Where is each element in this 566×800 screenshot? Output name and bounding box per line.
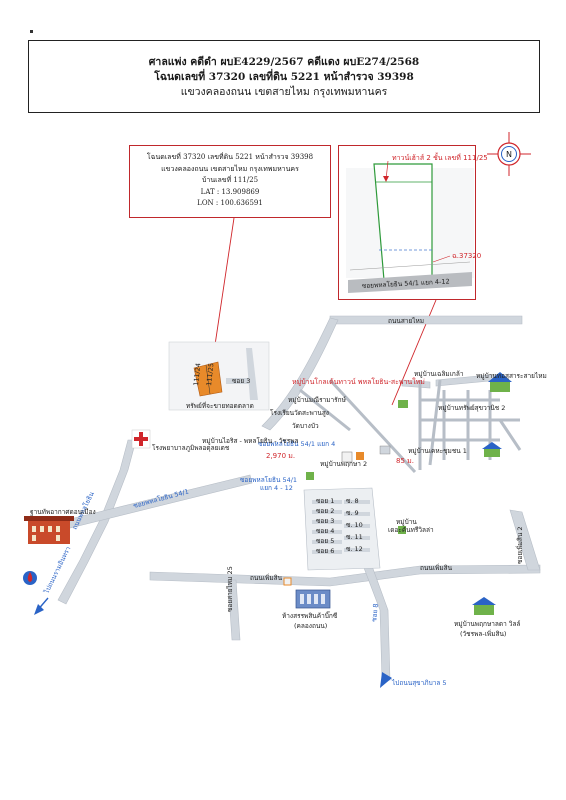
parcel-label: ฉ.37320 <box>452 252 481 260</box>
callout-line <box>211 217 235 366</box>
soi-54-1-c-label: ซอยพหลโยธิน 54/1 <box>240 476 297 484</box>
plot-diagram: ทาวน์เฮ้าส์ 2 ชั้น เลขที่ 111/25 ฉ.37320… <box>346 151 488 293</box>
info-lon: LON : 100.636591 <box>197 199 263 207</box>
compass-rose: N <box>487 132 531 176</box>
subject-small-label: ทรัพย์ที่จะขายทอดตลาด <box>186 401 254 410</box>
village-prukladda-sub-label: (วัชรพล-เพิ่มสิน) <box>460 629 506 638</box>
target-village-label: หมู่บ้านโกลเด้นทาวน์ พหลโยธิน-สะพานใหม่ <box>292 377 425 386</box>
fuel-station-icon <box>23 571 37 585</box>
info-deed: โฉนดเลขที่ 37320 เลขที่ดิน 5221 หน้าสำรว… <box>146 153 314 161</box>
deed-number: โฉนดเลขที่ 37320 เลขที่ดิน 5221 หน้าสำรว… <box>154 71 414 83</box>
hospital-label: โรงพยาบาลภูมิพลอดุลยเดช <box>152 444 230 452</box>
house-icon <box>472 597 496 615</box>
lot-label: ซ. 10 <box>346 521 363 529</box>
village-prukladda-label: หมู่บ้านพฤกษาลดา วิลล์ <box>454 620 520 628</box>
village-tawan-label: หมู่บ้าน <box>396 518 417 526</box>
lot-label: ซอย 3 <box>316 517 334 525</box>
market2-sub-label: (คลองถนน) <box>294 622 327 630</box>
village-chalerm-label: หมู่บ้านเฉลิมเกล้า <box>414 370 464 378</box>
to-sukhaphiban-label: ไปถนนสุขาภิบาล 5 <box>391 679 447 687</box>
dist-label: 2,970 ม. <box>266 452 295 460</box>
house-icon <box>488 372 512 392</box>
tile-label-1: 111/24 <box>192 363 202 387</box>
school-label: ฐานทัพอากาศดอนเมือง <box>30 508 96 516</box>
lot-label: ซอย 1 <box>316 497 334 505</box>
market2-label: ห้างสรรพสินค้าบิ๊กซี <box>282 611 338 620</box>
lot-label: ซ. 9 <box>346 509 359 517</box>
temple-label: วัดบางบัว <box>292 422 319 430</box>
parcel-outline <box>373 163 433 281</box>
hospital-icon <box>131 429 151 449</box>
store-icon <box>283 400 408 586</box>
plot-detail-box <box>338 145 476 300</box>
location-line: แขวงคลองถนน เขตสายไหม กรุงเทพมหานคร <box>180 86 388 98</box>
header-box: ศาลแพ่ง คดีดำ ผบE4229/2567 คดีแดง ผบE274… <box>28 40 540 113</box>
school2-label: โรงเรียนวัดสะพานสูง <box>270 409 329 417</box>
road-network <box>57 315 541 681</box>
soi-54-1-b-label: ซอยพหลโยธิน 54/1 แยก 4 <box>258 440 335 448</box>
soi-khong-label: ซอยสายไหม 25 <box>226 566 234 612</box>
street-grid <box>299 378 522 474</box>
village-phahon-label: หมู่บ้านไอริส - พหลโยธิน - วัชรพล <box>202 437 298 445</box>
village-pruksa-label: หมู่บ้านพฤกษา 2 <box>320 460 367 468</box>
lot-labels: ซอย 1 ซอย 2 ซอย 3 ซอย 4 ซอย 5 ซอย 6 ซ. 8… <box>316 497 363 555</box>
village-sap-label: หมู่บ้านทรัพย์สุขวานิช 2 <box>438 404 505 412</box>
mini-soi-label: ซอย 3 <box>232 377 250 385</box>
lot-label: ซ. 8 <box>346 497 359 505</box>
mall-building-icon <box>295 589 331 609</box>
lot-label: ซอย 2 <box>316 507 334 515</box>
village-monmai-label: หมู่บ้านมณีรามารักษ์ <box>288 396 347 404</box>
alley-label: ซอย 8 <box>370 603 380 622</box>
info-lat: LAT : 13.909869 <box>200 187 260 196</box>
lot-label: ซ. 12 <box>346 545 363 553</box>
yaek-label: แยก 4 - 12 <box>260 484 293 492</box>
house-icon <box>482 442 502 457</box>
north-label: N <box>506 150 512 159</box>
road-phermsin-label: ถนนเพิ่มสิน <box>420 563 453 572</box>
lot-label: ซอย 5 <box>316 537 334 545</box>
page-mark <box>30 30 33 33</box>
village-tawan2-label: เดอะคันทรีวิลล่า <box>388 526 434 534</box>
lot-label: ซอย 4 <box>316 527 334 535</box>
road-phermsin-label-2: ถนนเพิ่มสิน <box>250 573 283 582</box>
road-saimai-label: ถนนสายไหม <box>388 317 424 325</box>
info-area: แขวงคลองถนน เขตสายไหม กรุงเทพมหานคร <box>161 164 299 173</box>
building-label: ทาวน์เฮ้าส์ 2 ชั้น เลขที่ 111/25 <box>392 151 488 162</box>
lot-label: ซอย 6 <box>316 547 334 555</box>
school-building-icon <box>24 516 74 544</box>
arrow-to-sukhaphiban <box>380 672 392 688</box>
village-saimai-label: หมู่บ้านทอสุสาระสายไหม <box>476 372 547 380</box>
soi-right-label: ซอยเพิ่มสิน 2 <box>515 526 524 564</box>
road-strip <box>348 272 472 293</box>
village-kha-label: หมู่บ้านเคหะชุมชน 1 <box>408 447 467 455</box>
subdivision-block <box>303 487 381 571</box>
tile-label-2: 111/25 <box>205 363 215 387</box>
info-callout-box: โฉนดเลขที่ 37320 เลขที่ดิน 5221 หน้าสำรว… <box>129 145 331 218</box>
info-house: บ้านเลขที่ 111/25 <box>201 176 259 184</box>
subject-mini-map: 111/24 111/25 ซอย 3 ทรัพย์ที่จะขายทอดตลา… <box>168 341 270 411</box>
lot-label: ซ. 11 <box>346 533 363 541</box>
case-number: ศาลแพ่ง คดีดำ ผบE4229/2567 คดีแดง ผบE274… <box>148 56 420 68</box>
dist2-label: 85 ม. <box>396 457 414 465</box>
